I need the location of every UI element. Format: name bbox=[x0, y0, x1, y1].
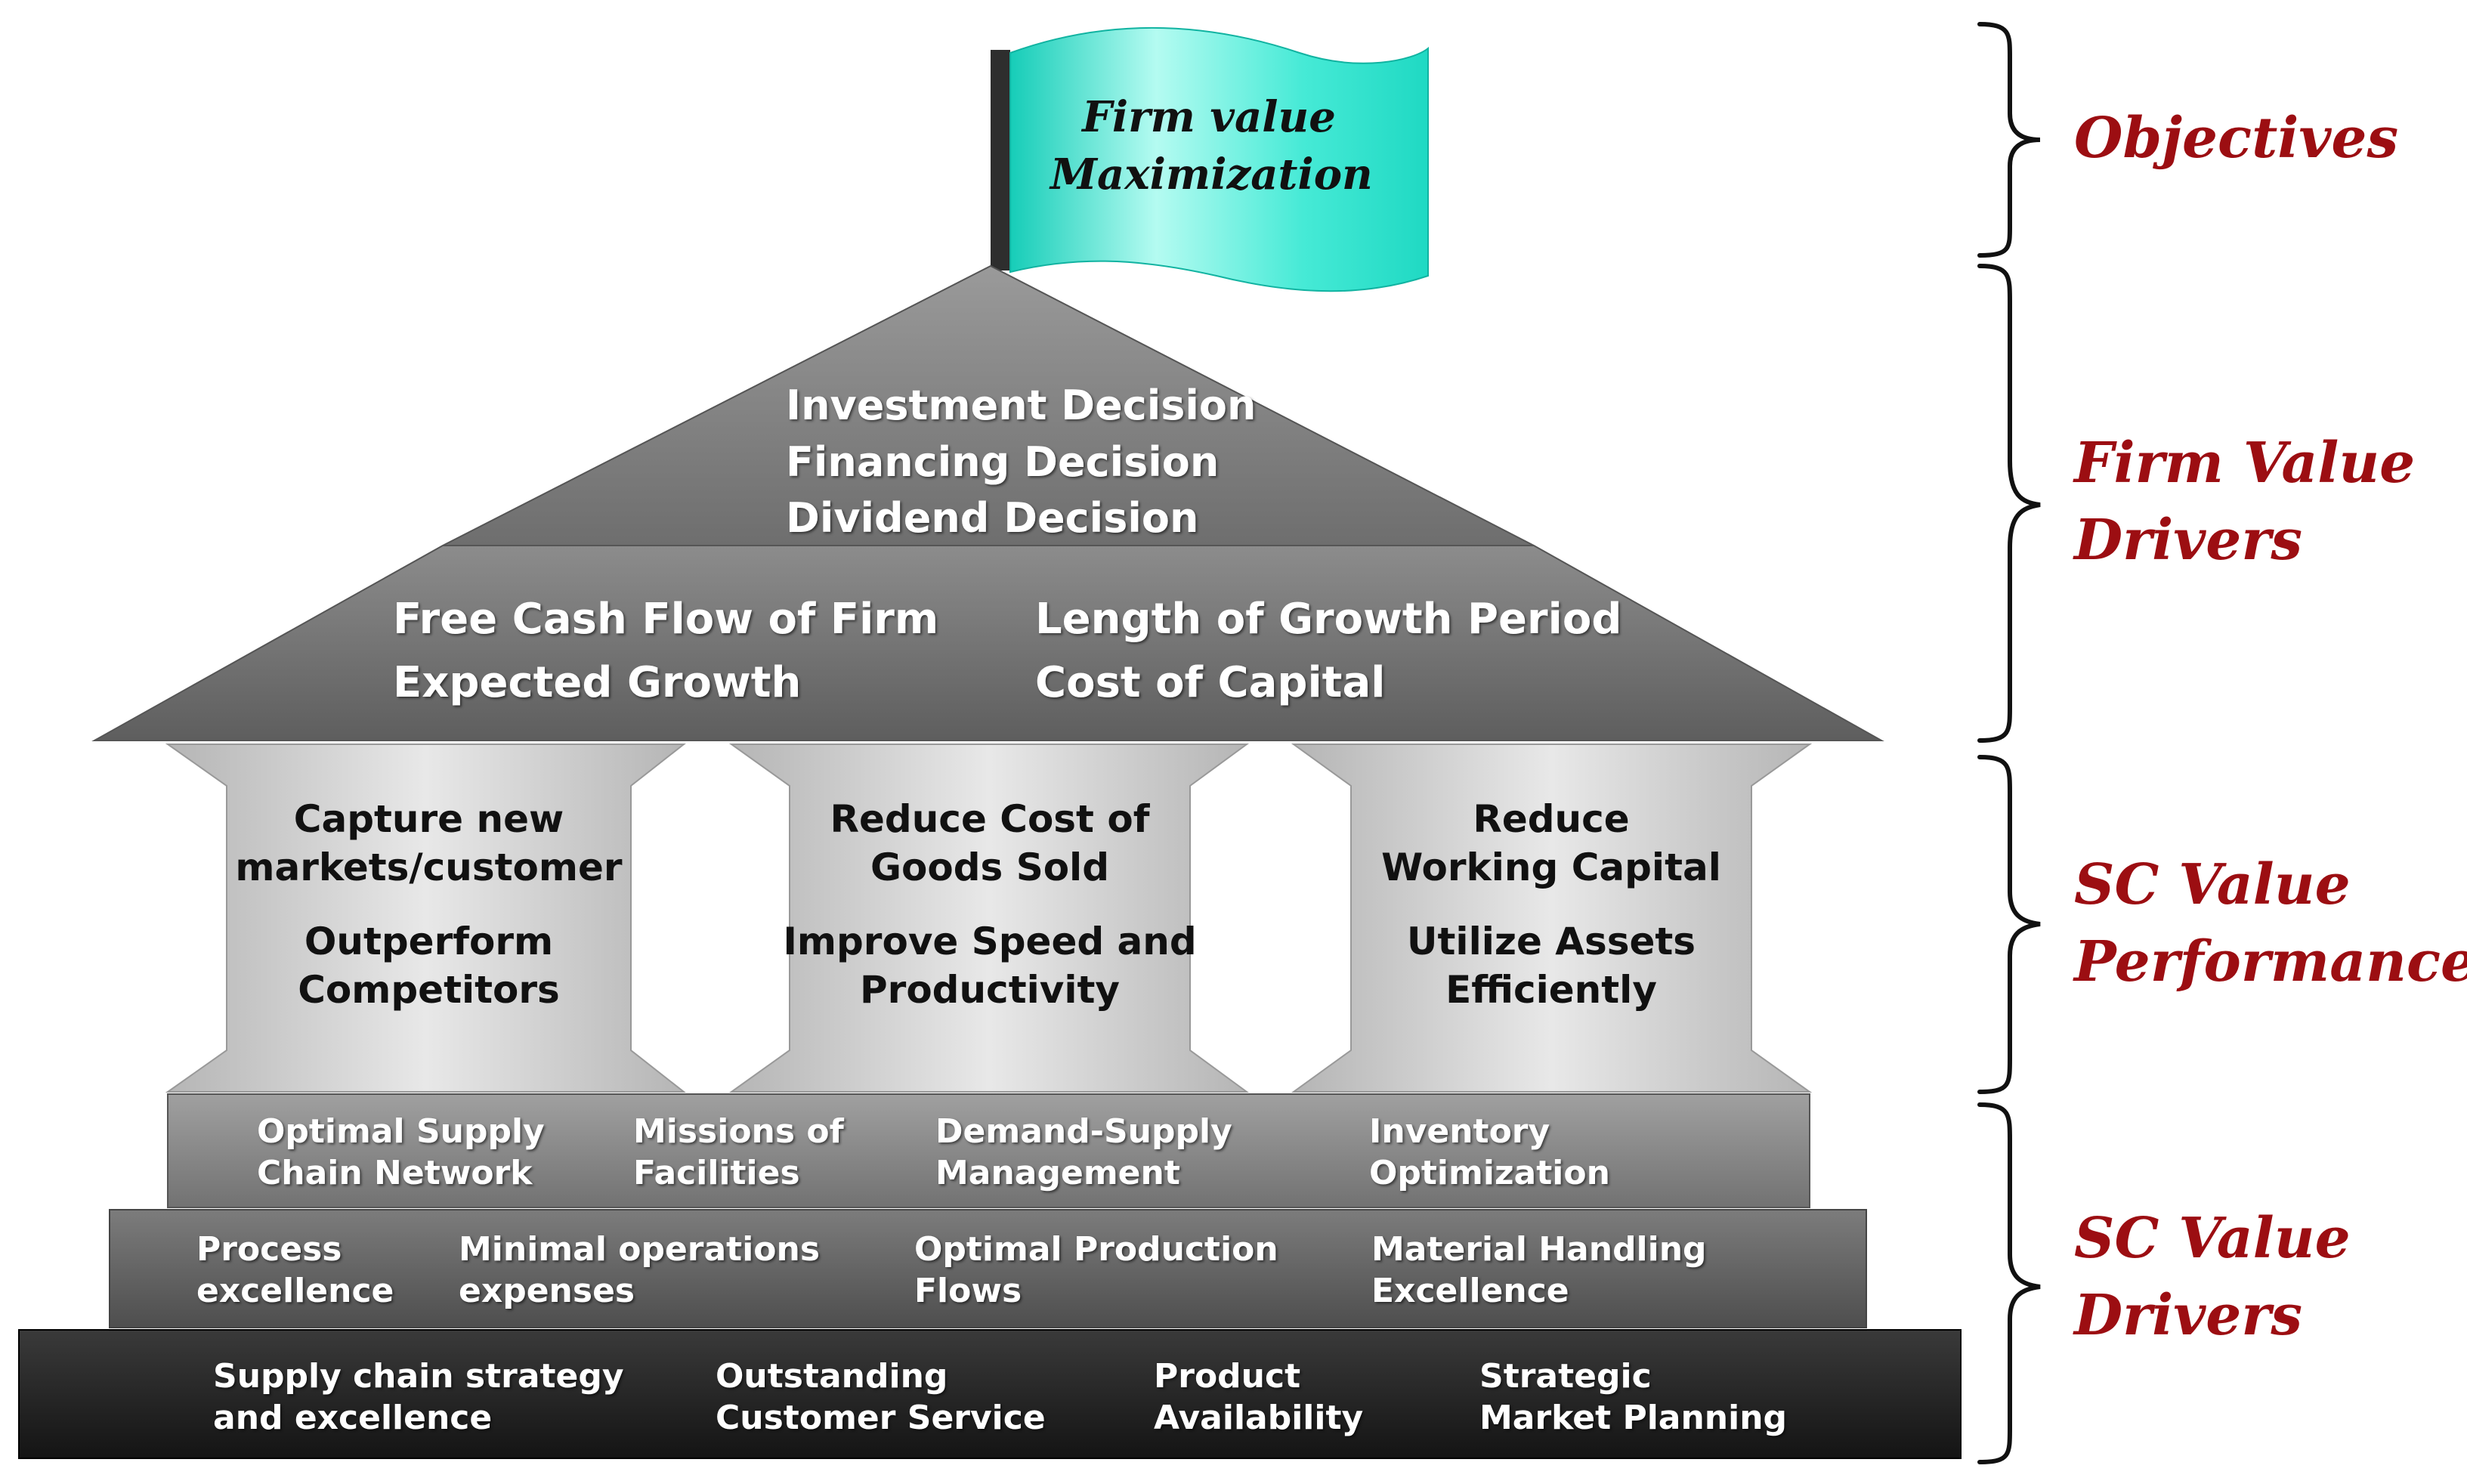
tier-3-item-4-line-2: Market Planning bbox=[1479, 1399, 1788, 1437]
flag-line-2: Maximization bbox=[1050, 149, 1373, 199]
brace-sc-value-drivers bbox=[1977, 1102, 2041, 1464]
tier-2-item-3-line-1: Optimal Production bbox=[914, 1230, 1278, 1269]
tier-3-item-3: Product Availability bbox=[1154, 1356, 1363, 1439]
tier-3-item-2: Outstanding Customer Service bbox=[716, 1356, 1046, 1439]
roof-left-line-1: Free Cash Flow of Firm bbox=[393, 595, 939, 644]
tier-1-item-3: Demand-Supply Management bbox=[935, 1111, 1232, 1194]
label-firm-value-drivers-line-1: Firm Value bbox=[2074, 431, 2416, 496]
pillar-3-line-1: Reduce bbox=[1473, 797, 1630, 841]
tier-2-item-4-line-1: Material Handling bbox=[1371, 1230, 1707, 1269]
label-sc-value-performance: SC Value Performance bbox=[2074, 846, 2467, 1000]
pillar-1-shape bbox=[165, 744, 686, 1093]
pillar-3-shape bbox=[1291, 744, 1813, 1093]
roof-left-line-2: Expected Growth bbox=[393, 658, 802, 707]
roof-right-line-2: Cost of Capital bbox=[1035, 658, 1386, 707]
pillar-1: Capture new markets/customer Outperform … bbox=[227, 795, 631, 1014]
tier-1-item-4-line-2: Optimization bbox=[1369, 1154, 1610, 1192]
label-sc-value-drivers: SC Value Drivers bbox=[2074, 1200, 2351, 1354]
tier-1-item-1: Optimal Supply Chain Network bbox=[257, 1111, 545, 1194]
pillar-2-shape bbox=[728, 744, 1250, 1093]
tier-1-item-2-line-2: Facilities bbox=[633, 1154, 800, 1192]
tier-1-item-4: Inventory Optimization bbox=[1369, 1111, 1610, 1194]
tier-3-shape bbox=[18, 1329, 1962, 1459]
tier-2-item-2: Minimal operations expenses bbox=[459, 1229, 820, 1312]
pillar-1-line-2: markets/customer bbox=[235, 846, 623, 889]
label-firm-value-drivers-line-2: Drivers bbox=[2074, 508, 2302, 574]
pillar-2-line-1: Reduce Cost of bbox=[830, 797, 1150, 841]
label-firm-value-drivers: Firm Value Drivers bbox=[2074, 425, 2415, 579]
tier-3-item-4: Strategic Market Planning bbox=[1479, 1356, 1787, 1439]
pillar-2: Reduce Cost of Goods Sold Improve Speed … bbox=[778, 795, 1201, 1014]
braces bbox=[1977, 22, 2041, 1464]
tier-2-item-3-line-2: Flows bbox=[914, 1272, 1022, 1310]
pillar-2-line-2: Goods Sold bbox=[870, 846, 1109, 889]
tier-3-item-2-line-1: Outstanding bbox=[716, 1357, 948, 1396]
pillar-3: Reduce Working Capital Utilize Assets Ef… bbox=[1351, 795, 1751, 1014]
tier-1-item-1-line-2: Chain Network bbox=[257, 1154, 533, 1192]
label-sc-value-performance-line-1: SC Value bbox=[2074, 852, 2351, 917]
tier-2-item-4-line-2: Excellence bbox=[1371, 1272, 1569, 1310]
tier-2-item-4: Material Handling Excellence bbox=[1371, 1229, 1707, 1312]
tier-2-item-1: Process excellence bbox=[196, 1229, 394, 1312]
tier-1-shape bbox=[167, 1093, 1810, 1208]
tier-3-item-1: Supply chain strategy and excellence bbox=[213, 1356, 624, 1439]
pillar-2-line-3: Improve Speed and bbox=[783, 920, 1197, 963]
brace-objectives bbox=[1977, 22, 2041, 258]
roof-top-line-1: Investment Decision bbox=[786, 382, 1257, 429]
flag bbox=[1009, 27, 1429, 292]
brace-sc-value-performance bbox=[1977, 755, 2041, 1094]
label-objectives: Objectives bbox=[2074, 100, 2398, 177]
roof-top-line-3: Dividend Decision bbox=[786, 494, 1199, 543]
label-objectives-text: Objectives bbox=[2074, 106, 2399, 171]
tier-1-item-3-line-1: Demand-Supply bbox=[935, 1112, 1232, 1151]
roof-top-line-2: Financing Decision bbox=[786, 437, 1220, 486]
flag-pole bbox=[991, 50, 1010, 271]
tier-3-item-4-line-1: Strategic bbox=[1479, 1357, 1652, 1396]
tier-1-item-3-line-2: Management bbox=[935, 1154, 1180, 1192]
roof-band bbox=[91, 545, 1884, 741]
tier-3-item-3-line-2: Availability bbox=[1154, 1399, 1364, 1437]
roof-right-line-1: Length of Growth Period bbox=[1035, 595, 1622, 644]
roof-band-right-text: Length of Growth Period Cost of Capital bbox=[1035, 588, 1621, 715]
tier-3-item-1-line-2: and excellence bbox=[213, 1399, 493, 1437]
flag-line-1: Firm value bbox=[1082, 92, 1336, 142]
tier-3-item-3-line-1: Product bbox=[1154, 1357, 1301, 1396]
label-sc-value-performance-line-2: Performance bbox=[2074, 929, 2467, 995]
tier-2-item-1-line-1: Process bbox=[196, 1230, 342, 1269]
tier-3-item-2-line-2: Customer Service bbox=[716, 1399, 1046, 1437]
roof-top-text: Investment Decision Financing Decision D… bbox=[786, 378, 1256, 547]
pillar-2-line-4: Productivity bbox=[860, 968, 1120, 1012]
tier-1-item-4-line-1: Inventory bbox=[1369, 1112, 1550, 1151]
pillar-1-line-4: Competitors bbox=[298, 968, 560, 1012]
pillar-1-line-3: Outperform bbox=[304, 920, 554, 963]
tier-2-item-2-line-1: Minimal operations bbox=[459, 1230, 821, 1269]
flag-text: Firm value Maximization bbox=[1050, 89, 1373, 203]
label-sc-value-drivers-line-2: Drivers bbox=[2074, 1283, 2302, 1349]
label-sc-value-drivers-line-1: SC Value bbox=[2074, 1206, 2351, 1271]
pillar-1-line-1: Capture new bbox=[293, 797, 564, 841]
tier-2-shape bbox=[109, 1209, 1867, 1328]
tier-2-item-2-line-2: expenses bbox=[459, 1272, 635, 1310]
tier-1-item-2-line-1: Missions of bbox=[633, 1112, 844, 1151]
tier-2-item-1-line-2: excellence bbox=[196, 1272, 394, 1310]
pillar-3-line-3: Utilize Assets bbox=[1406, 920, 1696, 963]
tier-1-item-1-line-1: Optimal Supply bbox=[257, 1112, 545, 1151]
tier-2-item-3: Optimal Production Flows bbox=[914, 1229, 1278, 1312]
pillar-3-line-2: Working Capital bbox=[1381, 846, 1721, 889]
roof-band-left-text: Free Cash Flow of Firm Expected Growth bbox=[393, 588, 938, 715]
brace-firm-value-drivers bbox=[1977, 264, 2041, 743]
tier-3-item-1-line-1: Supply chain strategy bbox=[213, 1357, 624, 1396]
pillar-3-line-4: Efficiently bbox=[1445, 968, 1657, 1012]
tier-1-item-2: Missions of Facilities bbox=[633, 1111, 844, 1194]
